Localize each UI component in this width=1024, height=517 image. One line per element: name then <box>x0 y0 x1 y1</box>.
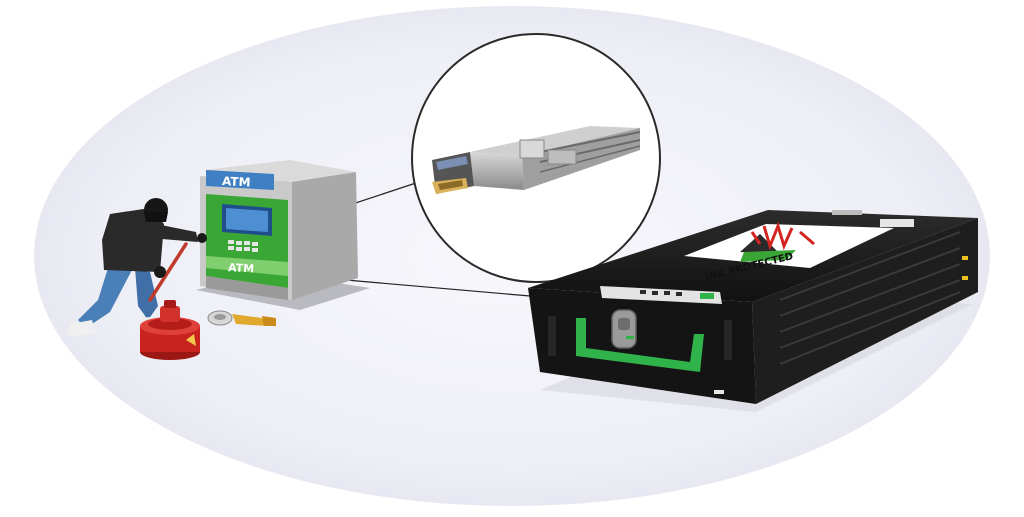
cash-drawer <box>432 126 641 194</box>
warning-symbol <box>740 221 815 254</box>
atm-machine: ATM ATM <box>196 160 370 310</box>
gas-can <box>140 300 200 360</box>
thief-figure <box>68 198 207 336</box>
cassette-label-panel <box>684 224 894 268</box>
magnifier-circle <box>411 33 661 283</box>
atm-keypad <box>228 240 258 252</box>
crowbar-tool <box>148 242 188 302</box>
tool-items <box>207 310 276 326</box>
cassette-control-strip <box>600 286 722 304</box>
atm-top-label: ATM <box>222 174 251 189</box>
atm-panel-label: ATM <box>228 261 255 275</box>
cassette-handle <box>576 318 704 372</box>
cassette-ribs <box>779 231 961 365</box>
ink-cassette: INK PROTECTED <box>528 210 978 412</box>
atm-top-sign <box>206 170 274 190</box>
